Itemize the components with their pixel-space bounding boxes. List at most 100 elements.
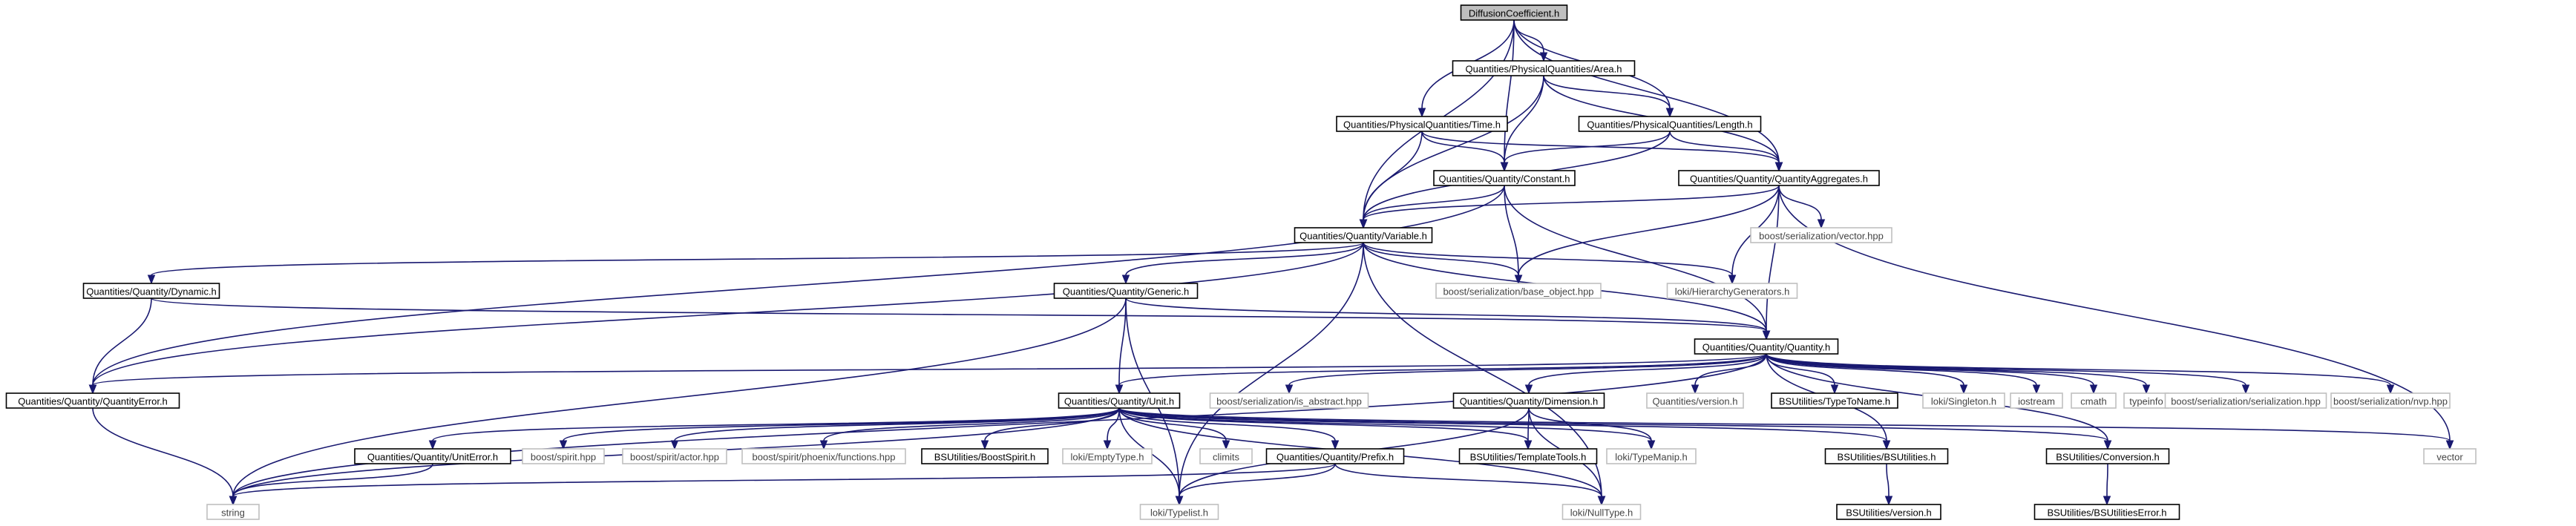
node-label: BSUtilities/version.h [1846, 507, 1932, 519]
node-box [1139, 504, 1219, 520]
edge-unit-to-phoenix [819, 407, 1120, 450]
edge-line [1694, 353, 1767, 386]
edge-arrowhead [1882, 440, 1891, 450]
edge-variable-to-baseobject [1363, 242, 1523, 285]
node-aggregates[interactable]: Quantities/Quantity/QuantityAggregates.h [1678, 170, 1880, 186]
node-box [2330, 392, 2451, 409]
edge-unit-to-emptytype [1103, 407, 1120, 450]
edge-arrowhead [1728, 274, 1737, 285]
node-box [5, 392, 180, 409]
edge-quantity-to-serialization [1766, 353, 2250, 395]
edge-arrowhead [559, 440, 568, 450]
node-qerror[interactable]: Quantities/Quantity/QuantityError.h [5, 392, 180, 409]
node-label: vector [2436, 452, 2463, 463]
node-label: Quantities/Quantity/Unit.h [1064, 396, 1174, 407]
node-templatetools[interactable]: BSUtilities/TemplateTools.h [1458, 448, 1598, 464]
node-spirit: boost/spirit.hpp [522, 448, 605, 464]
edge-line [2106, 463, 2108, 497]
node-label: climits [1213, 452, 1240, 463]
node-label: Quantities/Quantity/UnitError.h [367, 452, 498, 463]
edge-arrowhead [1222, 440, 1230, 450]
edge-area-to-variable [1359, 75, 1544, 229]
node-box [1199, 448, 1253, 464]
node-label: Quantities/Quantity/Generic.h [1063, 286, 1190, 297]
node-label: boost/serialization/serialization.hpp [2171, 396, 2321, 407]
node-label: loki/HierarchyGenerators.h [1675, 286, 1790, 297]
node-quantity[interactable]: Quantities/Quantity/Quantity.h [1694, 338, 1839, 355]
node-box [1646, 392, 1744, 409]
edge-variable-to-hiergen [1363, 242, 1737, 285]
node-label: loki/Typelist.h [1150, 507, 1208, 519]
node-conversion[interactable]: BSUtilities/Conversion.h [2045, 448, 2170, 464]
edge-line [92, 297, 152, 386]
edge-line [92, 353, 1767, 386]
edge-line [1118, 407, 1887, 441]
node-label: loki/EmptyType.h [1071, 452, 1144, 463]
node-bserror[interactable]: BSUtilities/BSUtilitiesError.h [2033, 504, 2180, 520]
node-label: BSUtilities/Conversion.h [2056, 452, 2159, 463]
node-typeinfo: typeinfo [2123, 392, 2169, 409]
edge-line [151, 297, 1767, 332]
edge-arrowhead [1647, 440, 1656, 450]
edge-line [1518, 185, 1780, 276]
node-box [1458, 448, 1598, 464]
edge-line [1363, 131, 1423, 220]
edge-constant-to-qerror [88, 185, 1505, 395]
node-area[interactable]: Quantities/PhysicalQuantities/Area.h [1452, 60, 1636, 76]
edge-arrowhead [1115, 384, 1124, 395]
edge-line [1334, 463, 1602, 497]
node-generic[interactable]: Quantities/Quantity/Generic.h [1053, 283, 1199, 299]
node-box [1750, 227, 1892, 243]
node-label: BSUtilities/BSUtilities.h [1838, 452, 1936, 463]
node-bsutilities[interactable]: BSUtilities/BSUtilities.h [1824, 448, 1949, 464]
node-label: boost/spirit.hpp [531, 452, 596, 463]
edge-unit-to-bsutilities [1118, 407, 1891, 450]
edge-arrowhead [2386, 384, 2395, 395]
node-box [2423, 448, 2477, 464]
node-box [1666, 283, 1798, 299]
edge-line [1766, 185, 1780, 332]
edge-line [1118, 407, 2451, 441]
edge-line [151, 242, 1364, 276]
edge-arrowhead [1103, 440, 1112, 450]
edge-arrowhead [88, 384, 97, 395]
node-label: boost/serialization/vector.hpp [1759, 231, 1884, 242]
node-box [1460, 4, 1568, 21]
node-dimension[interactable]: Quantities/Quantity/Dimension.h [1452, 392, 1605, 409]
edge-line [232, 297, 1127, 497]
node-root[interactable]: DiffusionCoefficient.h [1460, 4, 1568, 21]
node-dynamic[interactable]: Quantities/Quantity/Dynamic.h [82, 283, 220, 299]
edge-quantity-to-singleton [1766, 353, 1968, 395]
edge-arrowhead [1514, 274, 1523, 285]
edge-bsutilities-to-bsversion [1884, 463, 1893, 506]
node-prefix[interactable]: Quantities/Quantity/Prefix.h [1265, 448, 1405, 464]
node-bsversion[interactable]: BSUtilities/version.h [1836, 504, 1941, 520]
edge-line [1363, 242, 1733, 276]
edge-line [1504, 185, 1519, 276]
edge-line [1513, 19, 1544, 53]
node-isabstract: boost/serialization/is_abstract.hpp [1209, 392, 1369, 409]
node-baseobject: boost/serialization/base_object.hpp [1435, 283, 1602, 299]
graph-nodes: DiffusionCoefficient.hQuantities/Physica… [5, 4, 2477, 520]
edge-line [232, 463, 433, 497]
edge-quantity-to-qversion [1691, 353, 1767, 395]
node-nulltype: loki/NullType.h [1561, 504, 1642, 520]
node-uniterror[interactable]: Quantities/Quantity/UnitError.h [354, 448, 511, 464]
edge-line [1421, 131, 1505, 163]
node-emptytype: loki/EmptyType.h [1062, 448, 1153, 464]
edge-arrowhead [2089, 384, 2098, 395]
node-label: BSUtilities/TypeToName.h [1779, 396, 1890, 407]
edge-root-to-area [1513, 19, 1548, 62]
node-constant[interactable]: Quantities/Quantity/Constant.h [1433, 170, 1576, 186]
node-unit[interactable]: Quantities/Quantity/Unit.h [1058, 392, 1181, 409]
node-typetoname[interactable]: BSUtilities/TypeToName.h [1771, 392, 1898, 409]
edge-line [1766, 353, 2246, 386]
edge-line [1179, 242, 1364, 497]
node-variable[interactable]: Quantities/Quantity/Variable.h [1294, 227, 1433, 243]
edge-line [1288, 353, 1767, 386]
node-time[interactable]: Quantities/PhysicalQuantities/Time.h [1336, 116, 1508, 132]
edge-line [92, 407, 234, 497]
node-length[interactable]: Quantities/PhysicalQuantities/Length.h [1578, 116, 1762, 132]
node-boostspirit[interactable]: BSUtilities/BoostSpirit.h [921, 448, 1049, 464]
node-box [2164, 392, 2327, 409]
